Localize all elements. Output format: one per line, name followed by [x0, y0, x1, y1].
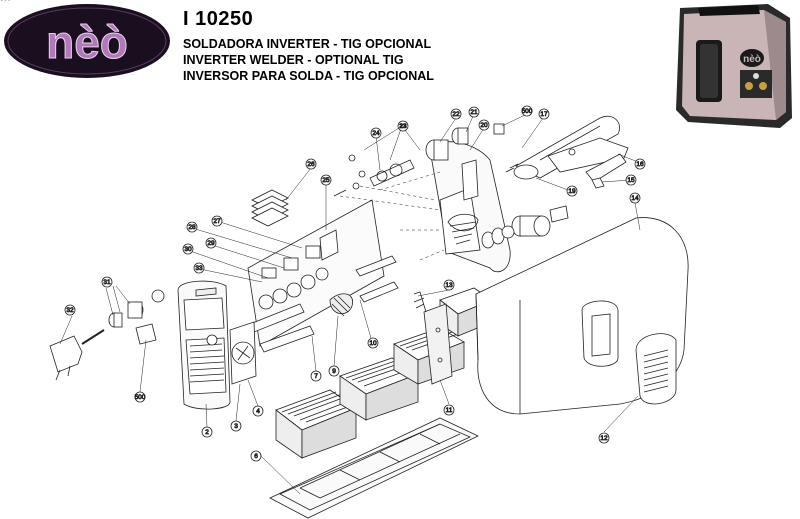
- rear-panel: [429, 141, 511, 273]
- callout-22: 22: [452, 111, 460, 118]
- subtitle-portuguese: INVERSOR PARA SOLDA - TIG OPCIONAL: [183, 69, 434, 83]
- connector-left: [481, 225, 515, 249]
- side-cover: [475, 217, 689, 415]
- callout-16: 16: [636, 161, 644, 168]
- callout-11: 11: [446, 407, 453, 414]
- power-plug: [49, 329, 105, 381]
- callout-25: 25: [322, 177, 330, 184]
- callout-2: 2: [205, 429, 209, 436]
- product-image: nèò: [676, 4, 792, 128]
- side-vent: [635, 333, 677, 405]
- subtitle-spanish: SOLDADORA INVERTER - TIG OPCIONAL: [183, 37, 432, 51]
- callout-13: 13: [445, 282, 453, 289]
- callout-31: 33: [195, 265, 203, 272]
- callout-23: 23: [399, 123, 407, 130]
- callout-20: 20: [480, 122, 488, 129]
- front-panel: [177, 280, 231, 410]
- callout-30: 30: [184, 246, 192, 253]
- callout-19: 19: [568, 188, 576, 195]
- callout-17: 17: [540, 111, 548, 118]
- callout-21: 21: [470, 109, 478, 116]
- callout-6: 6: [254, 453, 258, 460]
- callout-9: 9: [332, 368, 336, 375]
- earth-clamp: [547, 137, 629, 189]
- heatsink-lower: [275, 389, 357, 459]
- pcb-stack: [251, 189, 289, 227]
- callout-500-top: 500: [522, 108, 533, 115]
- callout-15: 15: [627, 177, 635, 184]
- callout-500-extra: 500: [0, 0, 11, 2]
- callout-28: 28: [188, 224, 196, 231]
- callout-10: 10: [369, 340, 377, 347]
- callout-12: 12: [600, 435, 608, 442]
- callouts: 31 32 500 2 3 4 6 7 9 10 11 12 13: [0, 0, 646, 462]
- cable-gland: [108, 289, 165, 328]
- power-switch: [135, 323, 157, 345]
- neo-logo: nèò: [4, 4, 170, 78]
- fan: [229, 321, 257, 385]
- callout-27: 27: [213, 218, 221, 225]
- callout-7: 7: [314, 373, 318, 380]
- callout-4: 4: [256, 408, 260, 415]
- callout-14: 14: [631, 195, 639, 202]
- callout-3: 3: [234, 423, 238, 430]
- knob-assembly: [333, 123, 505, 197]
- callout-24: 24: [372, 130, 380, 137]
- electrode-holder: [505, 115, 620, 180]
- screw: [413, 291, 427, 313]
- callout-26: 26: [307, 161, 315, 168]
- callout-33: 32: [66, 307, 74, 314]
- callout-500-switch: 500: [135, 394, 146, 401]
- base-plate: [269, 417, 479, 519]
- connector-right: [511, 205, 569, 237]
- callout-29: 29: [207, 240, 215, 247]
- product-label: nèò: [743, 54, 761, 65]
- model-number: I 10250: [183, 8, 254, 30]
- main-pcb: [247, 199, 385, 347]
- callout-32: 31: [103, 279, 111, 286]
- logo-text: nèò: [46, 16, 128, 68]
- bracket: [423, 303, 453, 385]
- subtitle-english: INVERTER WELDER - OPTIONAL TIG: [183, 53, 404, 67]
